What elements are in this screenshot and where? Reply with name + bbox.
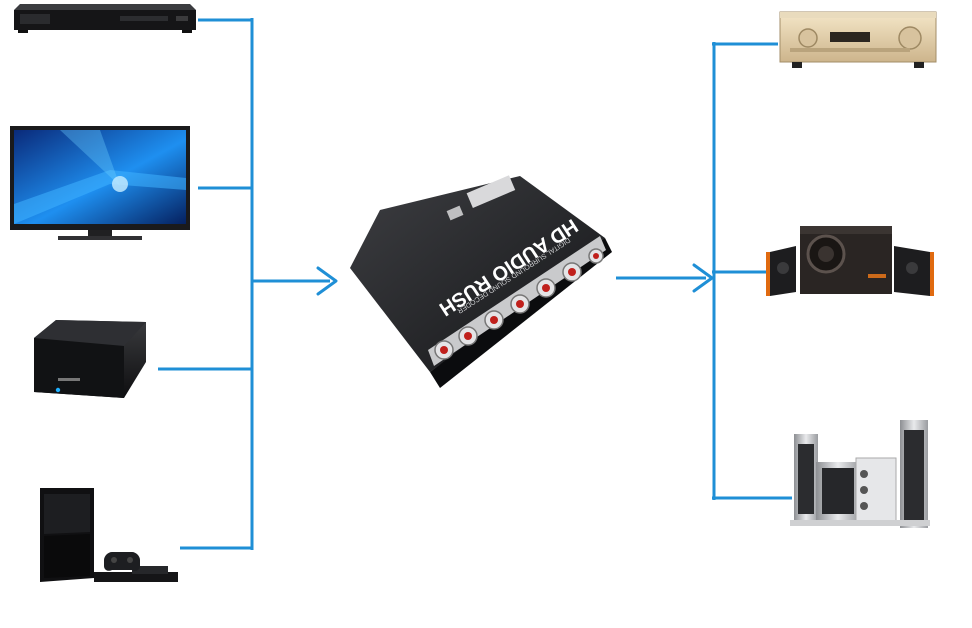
- input-arrow-icon: [316, 266, 338, 296]
- subwoofer-speaker-set-icon: [766, 226, 934, 296]
- output-bus-lines: [616, 42, 792, 500]
- media-box-icon: [34, 320, 146, 398]
- decoder-sticker: [466, 175, 516, 208]
- game-console-icon: [40, 488, 178, 582]
- rca-jacks: [434, 248, 604, 360]
- source-bus-lines: [158, 18, 338, 550]
- blu-ray-player-icon: [14, 4, 196, 33]
- av-receiver-icon: [779, 11, 937, 68]
- output-arrow-icon: [692, 263, 714, 293]
- decoder-icon: HD AUDIO RUSH DIGITAL SURROUND SOUND DEC…: [350, 175, 612, 388]
- tv-icon: [10, 126, 190, 240]
- home-theater-speaker-set-icon: [790, 420, 930, 528]
